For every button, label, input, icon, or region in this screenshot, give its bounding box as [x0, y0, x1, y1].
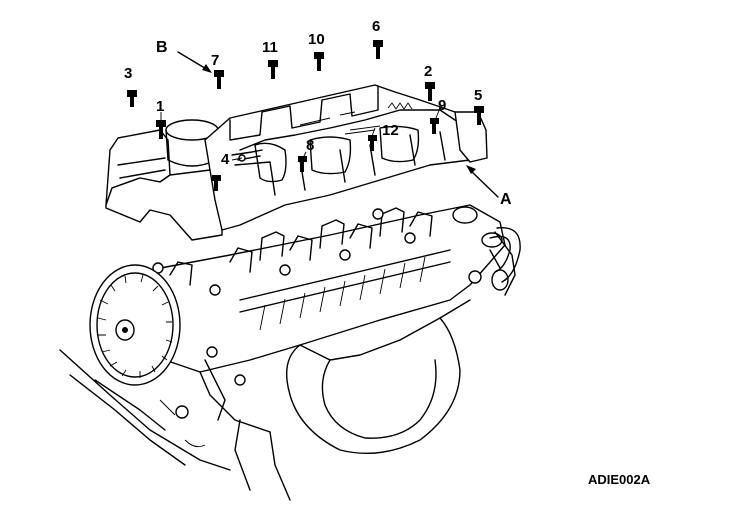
callout-1: 1: [156, 98, 165, 115]
cover-bolts: [127, 40, 484, 191]
callout-11: 11: [262, 39, 278, 56]
cylinder-head: [149, 204, 516, 433]
callout-b: B: [156, 39, 168, 56]
leader-lines: [160, 51, 499, 198]
callout-8: 8: [306, 137, 315, 154]
callout-12: 12: [382, 122, 399, 139]
figure-code: ADIE002A: [588, 472, 651, 487]
callout-4: 4: [221, 151, 230, 168]
cam-sprocket: [89, 264, 181, 386]
intake-runners: [59, 317, 461, 501]
breather-hose: [489, 226, 521, 283]
callout-a: A: [500, 191, 512, 208]
rocker-cover: [105, 84, 488, 241]
callout-5: 5: [474, 87, 483, 104]
callout-9: 9: [438, 97, 447, 114]
callout-10: 10: [308, 31, 325, 48]
callout-7: 7: [211, 52, 220, 69]
callout-3: 3: [124, 65, 133, 82]
callout-2: 2: [424, 63, 433, 80]
callout-6: 6: [372, 18, 381, 35]
